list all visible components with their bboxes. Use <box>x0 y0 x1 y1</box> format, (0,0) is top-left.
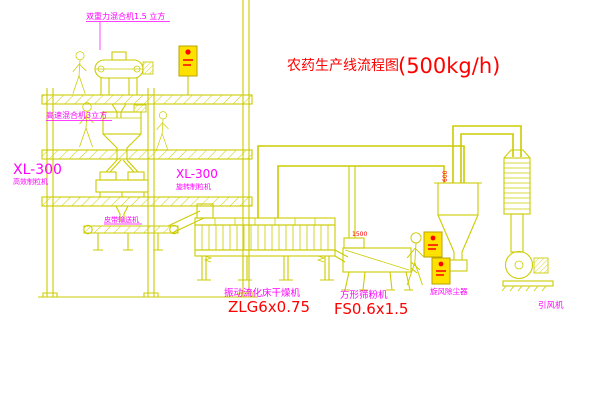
fan-scroll <box>504 250 534 280</box>
dryer-ribs <box>201 225 329 250</box>
sifter-riser-duct <box>348 166 356 238</box>
mixer-legs <box>100 78 138 95</box>
stack-cap <box>503 149 531 159</box>
cyclone-cylinder <box>437 182 479 216</box>
label-belt-conveyor: 皮带输送机 <box>104 215 139 224</box>
drawing-capacity: (500kg/h) <box>398 54 500 78</box>
control-panel-2 <box>423 231 451 285</box>
floor-slab-1 <box>41 94 253 105</box>
exhaust-ductwork <box>257 145 465 238</box>
label-granulator-right-model: XL-300 <box>176 167 218 181</box>
stack-fins <box>504 162 530 210</box>
sifter-body <box>342 247 412 273</box>
belt-pulley-left <box>83 224 93 235</box>
granulator-unit <box>95 159 149 197</box>
main-duct <box>257 145 465 218</box>
cyclone-drop-pipe <box>453 252 463 260</box>
hs-mixer-motor <box>133 104 147 113</box>
mixer-feed-port <box>111 51 127 61</box>
dryer-discharge-chute <box>334 249 349 263</box>
belt-supports <box>97 233 159 250</box>
rotary-valve <box>448 259 468 272</box>
dryer-bottom-rail <box>194 249 336 257</box>
high-speed-mixer <box>102 104 147 160</box>
drawing-title: 农药生产线流程图 <box>287 58 399 74</box>
inclined-conveyor <box>167 210 205 234</box>
cyclone-outlet-duct <box>452 125 522 183</box>
indicator-light <box>185 49 191 55</box>
control-panel-1 <box>178 45 198 95</box>
label-high-speed-mixer: 高速混合机3立方 <box>46 110 107 120</box>
dryer-top-rail <box>194 217 336 226</box>
belt-conveyor <box>83 205 205 251</box>
label-granulator-left-model: XL-300 <box>13 162 62 178</box>
worker-figure <box>72 51 87 95</box>
mixer-bearing-left <box>97 65 105 73</box>
fan-base <box>502 280 554 287</box>
granulator-body <box>95 179 149 193</box>
worker-figure <box>406 232 425 286</box>
panel-markings-upper <box>428 244 438 250</box>
cyclone-dust-collector <box>434 125 522 272</box>
label-cyclone: 旋风除尘器 <box>430 286 468 296</box>
label-fan: 引风机 <box>538 300 564 311</box>
building-columns <box>46 0 250 297</box>
mixer-motor <box>142 61 154 75</box>
sifter-legs <box>344 271 411 291</box>
dryer-spring-right <box>316 255 326 263</box>
label-granulator-left-name: 高效制粒机 <box>13 177 48 186</box>
stack-column <box>510 213 524 253</box>
fluid-bed-dryer <box>194 203 349 281</box>
sifter-screen-deck <box>344 249 410 271</box>
label-dryer-name: 振动流化床干燥机 <box>224 287 301 299</box>
hs-mixer-cone <box>102 133 142 160</box>
label-top-mixer: 双重力混合机1.5 立方 <box>86 11 165 21</box>
label-sifter-model: FS0.6x1.5 <box>334 300 408 318</box>
y-chute <box>105 159 139 173</box>
dryer-top-ticks <box>214 218 316 225</box>
indicator-light-lower <box>438 261 444 267</box>
label-sifter-name: 方形筛粉机 <box>340 289 388 301</box>
exhaust-stack <box>503 149 531 253</box>
hs-mixer-body <box>102 111 142 135</box>
leader-top-mixer <box>86 21 170 50</box>
indicator-light-upper <box>430 235 436 241</box>
floor-slab-3 <box>41 196 253 207</box>
drop-chute <box>115 205 129 222</box>
mixer-bearing-right <box>133 65 141 73</box>
column-footings <box>42 292 254 298</box>
ground-hatch-ticks <box>501 285 547 292</box>
dim-cyclone-diameter: 600 <box>442 170 449 182</box>
label-dryer-model: ZLG6x0.75 <box>228 298 310 316</box>
panel-cabinet <box>178 45 198 77</box>
sifter-feed-box <box>343 237 365 249</box>
mixer-discharge-cone <box>111 103 127 118</box>
granulator-hopper-left <box>99 171 117 181</box>
building-frame <box>38 0 258 298</box>
worker-figure <box>79 102 94 148</box>
stack-finned-section <box>503 157 531 215</box>
worker-figure <box>156 111 170 151</box>
label-granulator-right-name: 旋转制粒机 <box>176 182 211 191</box>
granulator-hopper-right <box>127 171 145 181</box>
dryer-legs <box>201 256 330 280</box>
dim-sifter-length: 1500 <box>352 231 367 238</box>
cyclone-cone <box>437 214 479 253</box>
belt-band <box>83 225 179 234</box>
granulator-legs <box>99 192 145 197</box>
fan-hub <box>514 260 524 270</box>
induced-draft-fan <box>501 250 554 292</box>
square-sifter <box>341 237 421 291</box>
fan-motor <box>533 257 549 274</box>
panel-markings-lower <box>436 270 446 276</box>
panel-markings <box>183 59 193 66</box>
floor-slab-2 <box>41 149 253 160</box>
dryer-spring-left <box>203 255 213 263</box>
